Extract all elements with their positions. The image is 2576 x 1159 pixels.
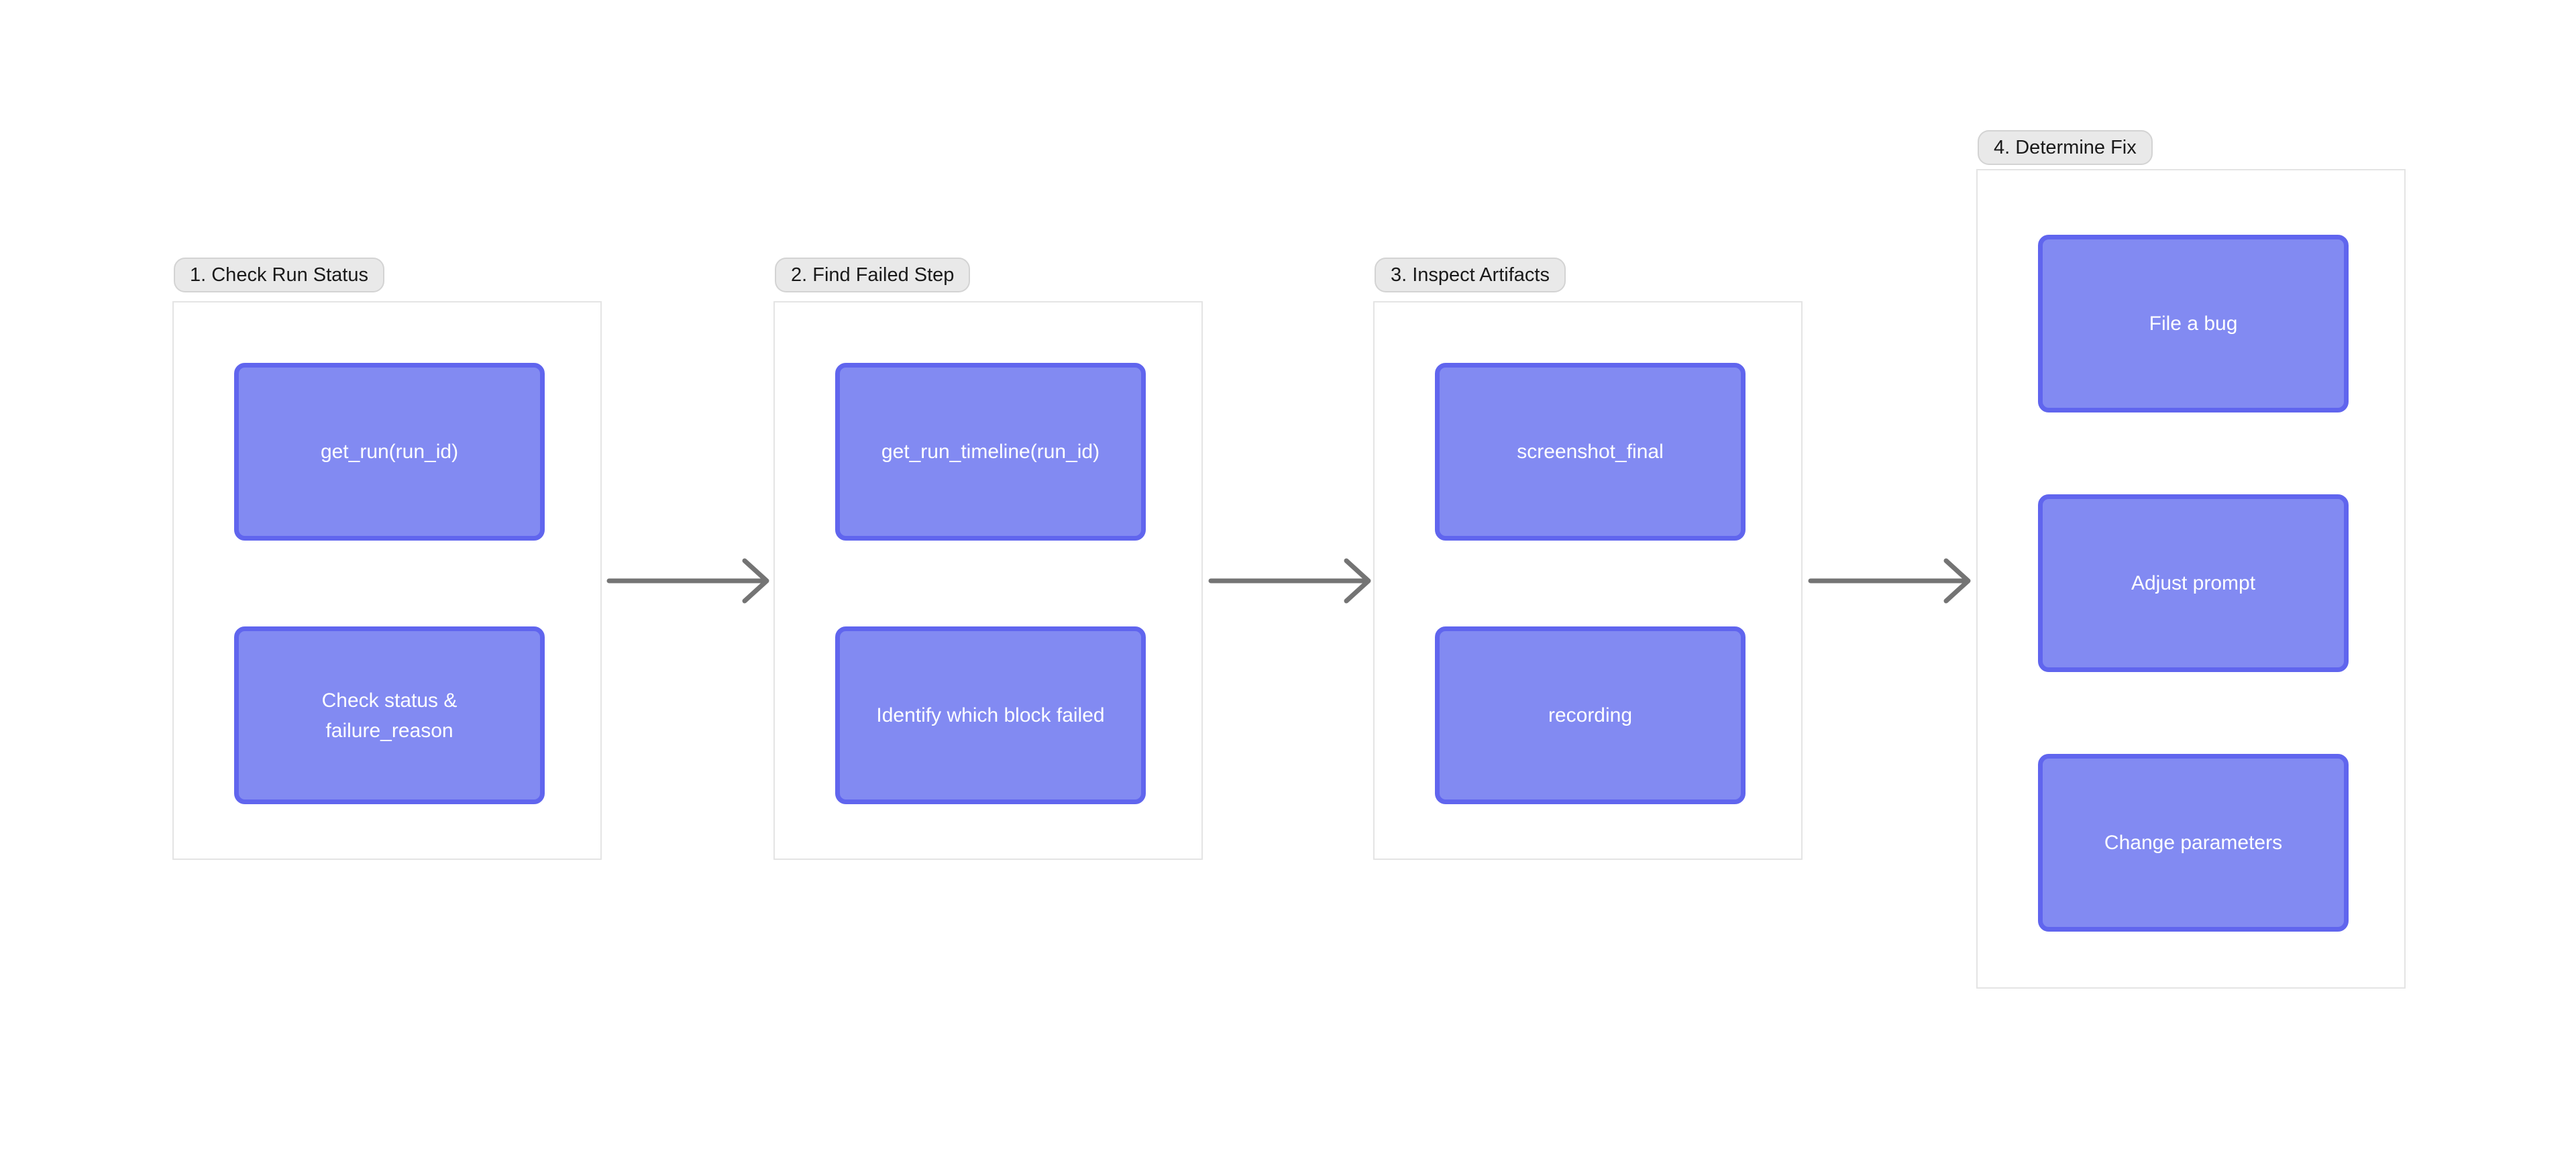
node-get-run[interactable]: get_run(run_id) [234,363,545,541]
node-change-parameters-label: Change parameters [2104,832,2283,854]
step-2-label-badge: 2. Find Failed Step [775,258,971,292]
node-identify-failed-block-label: Identify which block failed [876,704,1105,726]
node-adjust-prompt-label: Adjust prompt [2131,572,2256,594]
step-4-label-badge: 4. Determine Fix [1978,130,2153,165]
arrow-step1-to-step2-icon [606,558,769,604]
node-check-status-failure-reason-label: Check status & failure_reason [321,689,458,742]
node-identify-failed-block[interactable]: Identify which block failed [835,626,1146,804]
node-get-run-timeline-label: get_run_timeline(run_id) [881,441,1100,463]
step-1-label-badge: 1. Check Run Status [174,258,384,292]
node-recording[interactable]: recording [1435,626,1746,804]
node-recording-label: recording [1548,704,1633,726]
arrow-step2-to-step3-icon [1208,558,1371,604]
node-adjust-prompt[interactable]: Adjust prompt [2038,494,2349,672]
arrow-step3-to-step4-icon [1808,558,1971,604]
node-get-run-label: get_run(run_id) [320,441,459,463]
node-get-run-timeline[interactable]: get_run_timeline(run_id) [835,363,1146,541]
node-screenshot-final-label: screenshot_final [1517,441,1664,463]
node-check-status-failure-reason[interactable]: Check status & failure_reason [234,626,545,804]
node-file-a-bug-label: File a bug [2149,313,2238,335]
step-3-label-badge: 3. Inspect Artifacts [1375,258,1566,292]
node-change-parameters[interactable]: Change parameters [2038,754,2349,932]
node-screenshot-final[interactable]: screenshot_final [1435,363,1746,541]
node-file-a-bug[interactable]: File a bug [2038,235,2349,412]
